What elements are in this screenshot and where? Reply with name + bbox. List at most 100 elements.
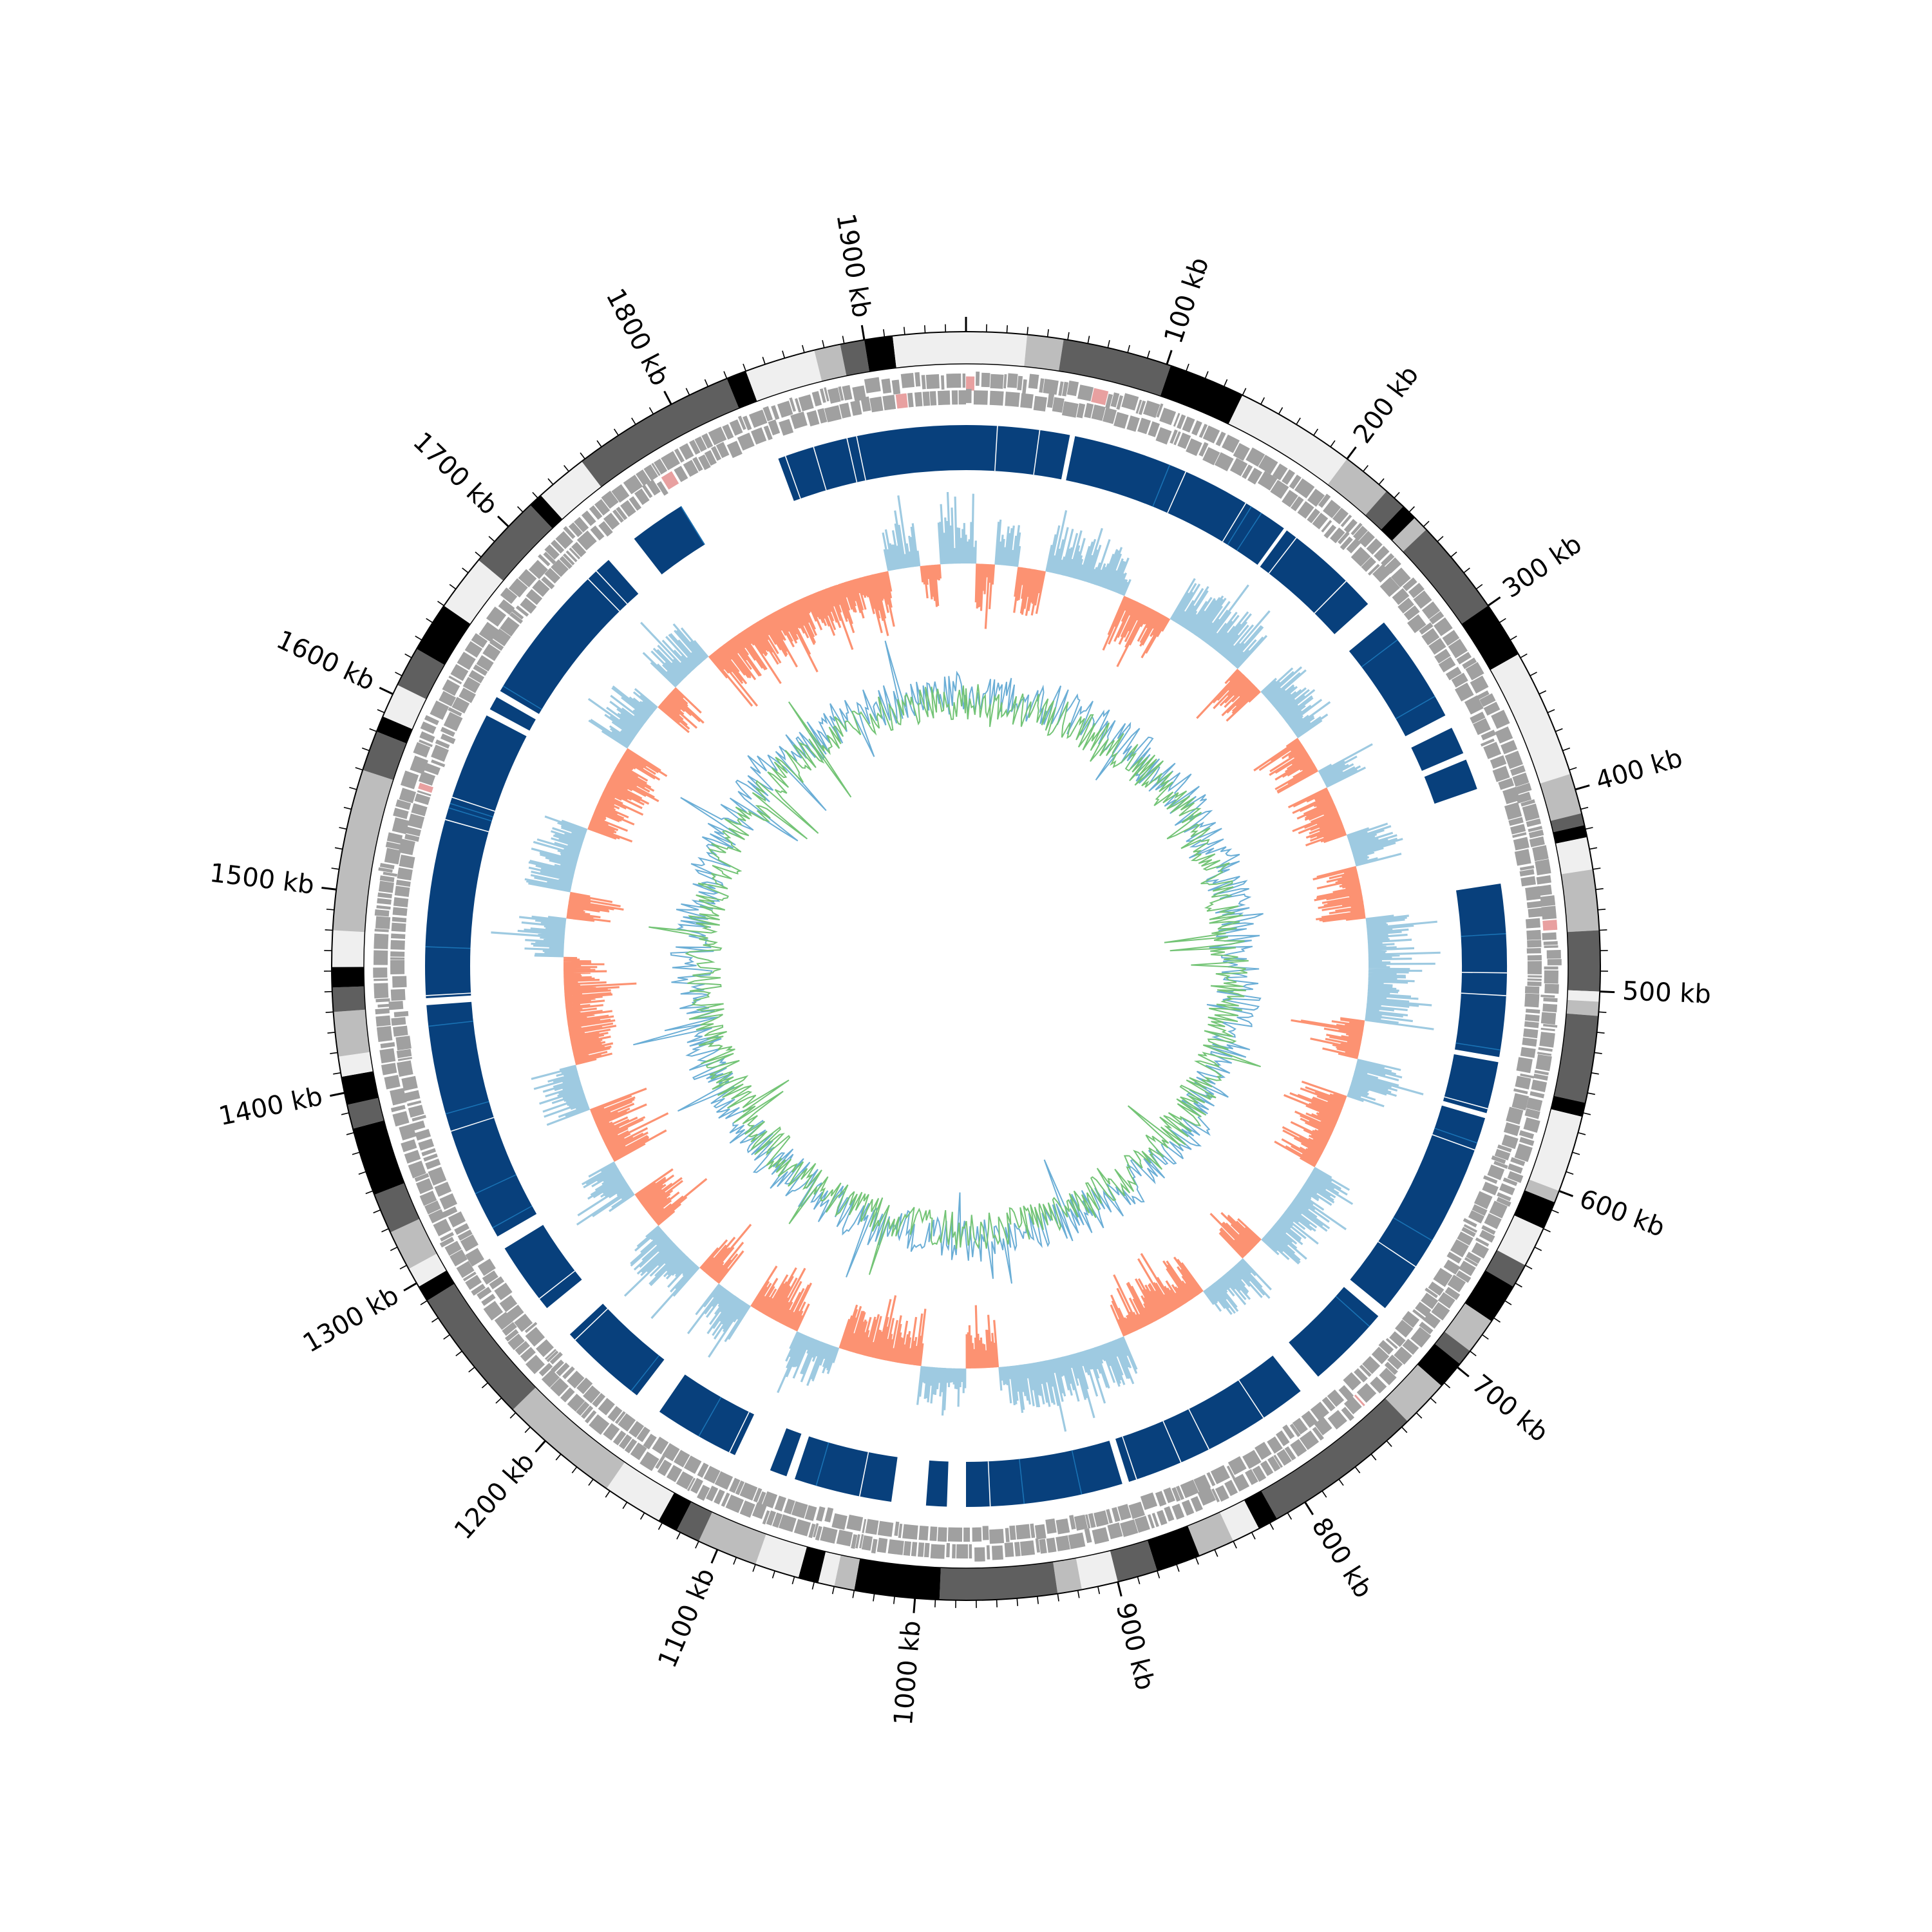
gene (424, 1200, 441, 1215)
gene (735, 1480, 745, 1495)
minor-tick (1107, 340, 1110, 348)
cytoband-60 (333, 1009, 370, 1057)
synteny-mark (539, 1270, 576, 1300)
gene (651, 462, 661, 477)
gene (1068, 1532, 1086, 1549)
major-tick (497, 515, 509, 527)
gene (392, 976, 407, 988)
minor-tick (1572, 1151, 1580, 1155)
cytoband-49 (606, 1462, 674, 1521)
synteny-block-11 (966, 1441, 1122, 1507)
gene (1354, 1394, 1365, 1406)
gene (406, 826, 421, 837)
gene (793, 1519, 811, 1537)
gene (397, 1060, 413, 1077)
synteny-mark (1227, 506, 1252, 545)
minor-tick (1569, 767, 1577, 771)
gene (918, 1526, 929, 1541)
minor-tick (1525, 1265, 1533, 1270)
gene (1513, 1088, 1528, 1095)
gene (1491, 710, 1510, 729)
minor-tick (1269, 1522, 1274, 1530)
synteny-block-20 (489, 697, 536, 731)
gene (448, 676, 462, 685)
cytoband-22 (1529, 1109, 1582, 1191)
synteny-mark (1444, 1096, 1488, 1110)
gene (820, 1526, 838, 1544)
gene (1450, 1239, 1469, 1258)
minor-tick (349, 786, 357, 790)
cytoband-17 (1567, 930, 1600, 992)
gene (489, 639, 504, 651)
gene (439, 1236, 455, 1248)
minor-tick (1578, 1132, 1586, 1135)
cytoband-63 (331, 930, 365, 967)
gene (1484, 1213, 1502, 1229)
synteny-mark (1434, 1128, 1478, 1144)
gene (1384, 1361, 1398, 1375)
gene (515, 605, 529, 617)
gene (666, 1464, 683, 1482)
minor-tick (395, 672, 402, 677)
gene (574, 516, 589, 533)
gene (1147, 1514, 1155, 1529)
minor-tick (631, 417, 636, 425)
cytoband-42 (834, 1555, 860, 1591)
gene (374, 983, 389, 999)
gene (855, 1534, 860, 1549)
major-tick (1575, 784, 1590, 791)
gene (1522, 1037, 1537, 1047)
gene (1058, 381, 1064, 396)
gene (973, 390, 989, 405)
gene (499, 1294, 518, 1312)
gene (798, 394, 814, 412)
minor-tick (822, 340, 825, 348)
minor-tick (443, 1334, 450, 1340)
minor-tick (1195, 1557, 1199, 1565)
cytoband-59 (338, 1052, 374, 1077)
gene (1138, 400, 1146, 415)
gene (1497, 1144, 1512, 1153)
minor-tick (1539, 690, 1547, 695)
gene (377, 898, 392, 905)
gene (415, 1178, 433, 1195)
cytoband-23 (1524, 1179, 1559, 1203)
synteny-block-9 (1289, 1287, 1379, 1377)
gene (1066, 380, 1079, 397)
gene (476, 655, 494, 672)
gene (721, 1492, 730, 1507)
gene (952, 1544, 956, 1558)
gene (1180, 1479, 1199, 1499)
gene (520, 1347, 536, 1362)
gene (902, 1524, 918, 1540)
gene (1419, 622, 1434, 635)
scale-label: 700 kb (1466, 1369, 1554, 1448)
gene (1190, 1496, 1203, 1512)
gene (536, 1339, 554, 1358)
synteny-mark (1019, 1459, 1025, 1504)
gene (1020, 393, 1034, 409)
gene (538, 1363, 553, 1377)
minor-tick (1585, 827, 1593, 830)
gene (1062, 381, 1069, 397)
gene (1444, 1287, 1461, 1300)
gene (860, 396, 871, 412)
gene (494, 1311, 513, 1331)
gene (423, 1153, 438, 1162)
gene (1343, 1396, 1362, 1415)
minor-tick (762, 357, 766, 365)
gene (374, 933, 389, 949)
gene (444, 1240, 462, 1256)
cytoband-14 (1553, 825, 1587, 844)
gene (1544, 983, 1559, 994)
minor-tick (1580, 806, 1589, 810)
gene (413, 742, 431, 758)
cytoband-21 (1551, 1095, 1586, 1117)
synteny-mark (1361, 639, 1398, 668)
gene (1475, 690, 1490, 701)
gene (406, 1100, 422, 1106)
gene (509, 612, 524, 624)
cytoband-79 (864, 336, 896, 372)
gene (894, 1521, 900, 1537)
minor-tick (1296, 417, 1301, 425)
